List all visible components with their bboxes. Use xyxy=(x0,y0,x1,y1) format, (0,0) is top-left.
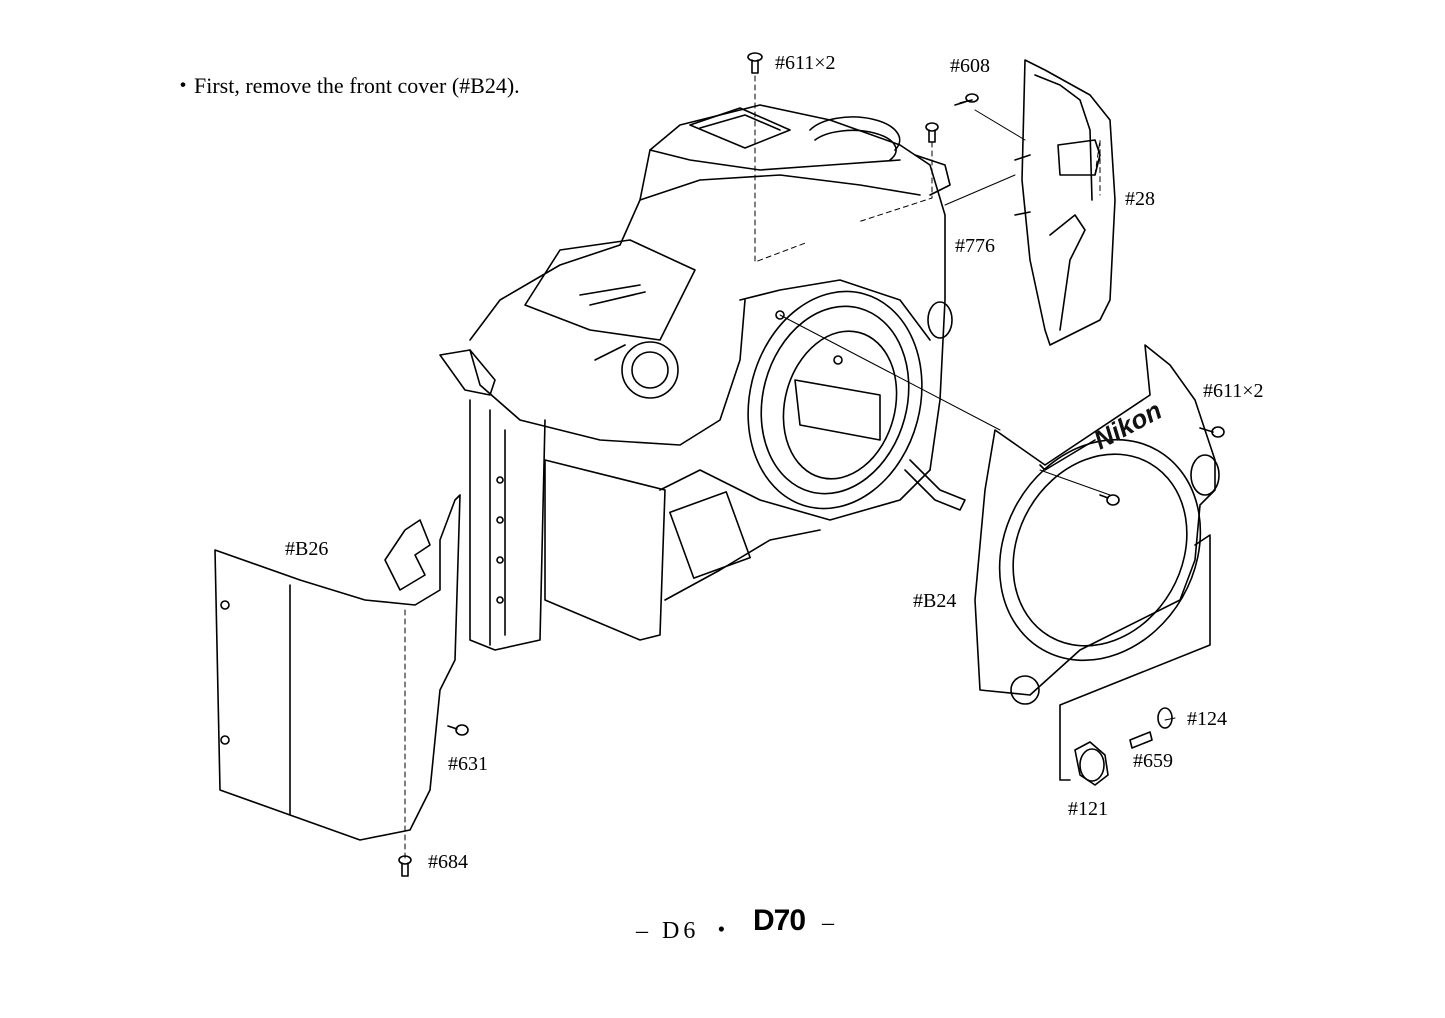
footer-page-number: – D6 ・ xyxy=(636,918,738,944)
camera-body xyxy=(439,104,966,651)
part-label-659: #659 xyxy=(1133,750,1173,772)
part-label-631: #631 xyxy=(448,753,488,775)
brand-logo: Nikon xyxy=(1089,395,1167,455)
part-label-28: #28 xyxy=(1125,188,1155,210)
release-button-parts xyxy=(1059,534,1211,786)
part-label-B24: #B24 xyxy=(913,590,957,612)
footer-dash: – xyxy=(822,910,834,936)
part-label-608: #608 xyxy=(950,55,990,77)
part-label-611-right: #611×2 xyxy=(1203,380,1264,402)
grip-cover-B26 xyxy=(214,494,461,841)
part-label-124: #124 xyxy=(1187,708,1227,730)
screws xyxy=(398,52,1225,877)
footer-model-name: D70 xyxy=(753,904,806,937)
leader-lines xyxy=(404,75,1176,859)
part-label-611-top: #611×2 xyxy=(775,52,836,74)
part-label-684: #684 xyxy=(428,851,468,873)
side-cover-28 xyxy=(1014,59,1116,346)
instruction-text: ・First, remove the front cover (#B24). xyxy=(172,73,520,98)
part-label-B26: #B26 xyxy=(285,538,329,560)
part-label-776: #776 xyxy=(955,235,995,257)
part-label-121: #121 xyxy=(1068,798,1108,820)
